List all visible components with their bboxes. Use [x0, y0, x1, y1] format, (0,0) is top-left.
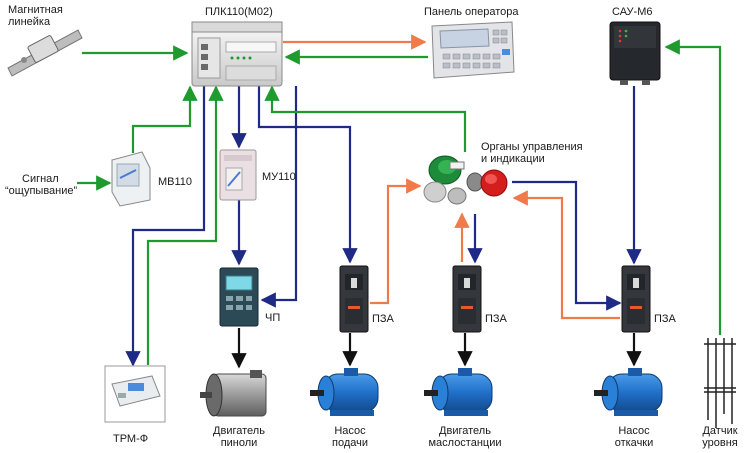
label-level-sensor-1: Датчик — [702, 425, 737, 437]
line-plc-to-vfd — [260, 86, 298, 308]
pza-breaker-3-icon — [621, 265, 651, 333]
label-pump-feed-2: подачи — [332, 437, 368, 449]
line-controls-to-pza3 — [512, 180, 622, 311]
line-plc-to-pza1 — [257, 86, 358, 264]
label-magnetic-ruler-1: Магнитная — [8, 4, 63, 16]
line-trm-to-plc — [146, 85, 224, 365]
label-signal-1: Сигнал — [22, 173, 59, 185]
label-plc: ПЛК110(М02) — [205, 6, 273, 18]
oil-station-motor-icon — [424, 368, 493, 416]
label-signal-2: “ощупывание” — [5, 185, 77, 197]
label-pump-drain-1: Насос — [618, 425, 650, 437]
label-oil-motor-2: маслостанции — [428, 437, 501, 449]
label-pump-drain-2: откачки — [615, 437, 654, 449]
label-controls-2: и индикации — [481, 153, 545, 165]
label-magnetic-ruler-2: линейка — [8, 16, 51, 28]
label-pza-1: ПЗА — [372, 313, 395, 325]
spindle-motor-icon — [200, 370, 267, 417]
controls-icon — [423, 155, 508, 205]
line-mv110-to-plc — [131, 85, 198, 153]
line-pza1-to-controls — [370, 178, 422, 305]
mv110-icon — [111, 151, 151, 207]
label-sau: САУ-М6 — [612, 6, 653, 18]
label-spindle-motor-2: пиноли — [221, 437, 258, 449]
label-mu110: МУ110 — [262, 171, 296, 183]
label-trm: ТРМ-Ф — [113, 433, 148, 445]
pump-feed-motor-icon — [310, 368, 379, 416]
vfd-icon — [219, 267, 259, 327]
motor-links — [342, 333, 642, 367]
mu110-icon — [219, 149, 257, 201]
label-vfd: ЧП — [265, 312, 280, 324]
pza-breaker-1-icon — [339, 265, 369, 333]
label-oil-motor-1: Двигатель — [439, 425, 491, 437]
label-operator-panel: Панель оператора — [424, 6, 519, 18]
label-pza-2: ПЗА — [485, 313, 508, 325]
label-level-sensor-2: уровня — [702, 437, 738, 449]
operator-panel-icon — [431, 21, 515, 79]
line-controls-to-plc — [264, 85, 467, 152]
line-plc-to-trm — [125, 86, 206, 367]
pump-drain-motor-icon — [594, 368, 663, 416]
label-mv110: МВ110 — [158, 176, 192, 188]
line-pza3-to-controls — [512, 190, 620, 320]
connections — [77, 34, 722, 369]
line-sensor-to-sau — [664, 39, 722, 335]
sau-m6-icon — [609, 21, 661, 85]
label-pump-feed-1: Насос — [334, 425, 366, 437]
label-controls-1: Органы управления — [481, 141, 583, 153]
trm-f-icon — [104, 365, 166, 423]
label-pza-3: ПЗА — [654, 313, 677, 325]
magnetic-ruler-icon — [7, 29, 83, 77]
pza-breaker-2-icon — [452, 265, 482, 333]
label-spindle-motor-1: Двигатель — [213, 425, 265, 437]
level-sensor-icon — [704, 338, 736, 428]
plc-icon — [191, 21, 283, 87]
